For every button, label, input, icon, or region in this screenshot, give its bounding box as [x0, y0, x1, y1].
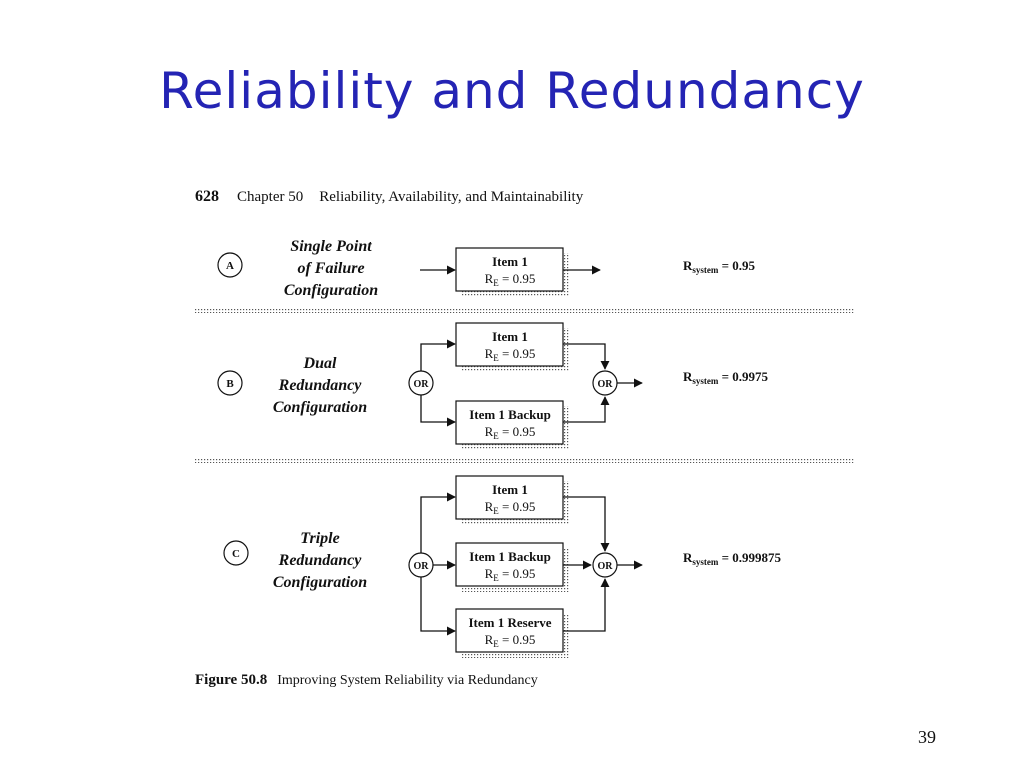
item-box	[455, 247, 564, 292]
item-name: Item 1	[492, 254, 528, 269]
section-divider	[195, 309, 855, 313]
item-reliability: RE = 0.95	[485, 632, 536, 649]
config-name-line: Redundancy	[278, 552, 363, 569]
item-name: Item 1 Backup	[469, 407, 551, 422]
item-box	[455, 475, 564, 520]
item-reliability: RE = 0.95	[485, 499, 536, 516]
system-reliability: Rsystem = 0.9975	[683, 369, 769, 386]
item-reliability: RE = 0.95	[485, 424, 536, 441]
item-box	[455, 322, 564, 367]
branch-line	[420, 339, 456, 371]
figure-caption: Figure 50.8 Improving System Reliability …	[195, 672, 538, 689]
config-name-line: Single Point	[290, 238, 372, 255]
item-reliability: RE = 0.95	[485, 346, 536, 363]
config-name-line: Configuration	[273, 399, 367, 416]
or-gate-label: OR	[598, 379, 614, 390]
book-page-number: 628	[195, 188, 219, 205]
merge-line	[563, 343, 610, 370]
item-box	[455, 608, 564, 653]
branch-line	[420, 492, 456, 553]
item-reliability: RE = 0.95	[485, 566, 536, 583]
config-letter: A	[226, 260, 234, 272]
merge-line	[563, 496, 610, 552]
config-name-line: Configuration	[273, 574, 367, 591]
config-a: A Single Point of Failure Configuration …	[217, 238, 756, 299]
merge-line	[563, 578, 610, 632]
chapter-title: Reliability, Availability, and Maintaina…	[319, 189, 584, 205]
item-name: Item 1	[492, 329, 528, 344]
config-letter: C	[232, 548, 240, 560]
config-name-line: Redundancy	[278, 377, 363, 394]
branch-line	[420, 395, 456, 427]
or-gate-label: OR	[414, 379, 430, 390]
or-gate-label: OR	[598, 561, 614, 572]
or-gate-label: OR	[414, 561, 430, 572]
config-label-circle	[223, 540, 249, 566]
figure-header: 628 Chapter 50 Reliability, Availability, …	[195, 188, 583, 206]
config-name-line: Configuration	[284, 282, 378, 299]
config-name-line: Dual	[303, 355, 337, 372]
item-name: Item 1 Backup	[469, 549, 551, 564]
figure-label: Figure 50.8	[195, 672, 268, 688]
item-box	[455, 542, 564, 587]
config-label-circle	[217, 252, 243, 278]
figure-caption-text: Improving System Reliability via Redunda…	[277, 673, 538, 688]
chapter-label: Chapter 50	[237, 189, 304, 205]
item-name: Item 1	[492, 482, 528, 497]
branch-line	[420, 577, 456, 636]
system-reliability: Rsystem = 0.95	[683, 258, 756, 275]
slide-page-number: 39	[918, 727, 936, 747]
item-name: Item 1 Reserve	[468, 615, 551, 630]
config-c: C Triple Redundancy Configuration OR Ite…	[223, 475, 782, 658]
item-box	[455, 400, 564, 445]
config-b: B Dual Redundancy Configuration OR Item …	[217, 322, 769, 450]
config-label-circle	[217, 370, 243, 396]
config-name-line: Triple	[300, 530, 339, 547]
system-reliability: Rsystem = 0.999875	[683, 550, 782, 567]
item-reliability: RE = 0.95	[485, 271, 536, 288]
merge-line	[563, 396, 610, 423]
config-name-line: of Failure	[297, 260, 364, 277]
config-letter: B	[226, 378, 234, 390]
section-divider	[195, 459, 855, 463]
slide-title: Reliability and Redundancy	[159, 62, 865, 120]
